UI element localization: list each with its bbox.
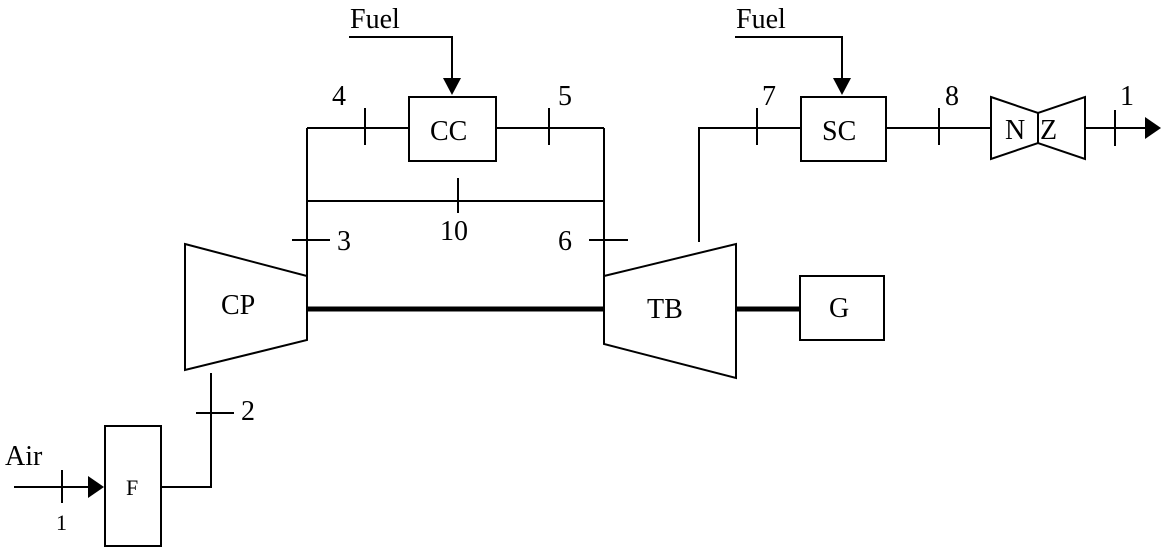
state-6-label: 6 — [558, 226, 572, 257]
fuel-cc-line — [349, 36, 461, 95]
state-1-outlet-label: 1 — [1120, 81, 1134, 112]
nozzle-n-label: N — [1005, 115, 1025, 146]
filter-label: F — [126, 475, 138, 500]
outlet-arrowhead — [1145, 117, 1161, 139]
sc-to-nozzle-line — [886, 108, 991, 145]
state-3-label: 3 — [337, 226, 351, 257]
fuel-sc-arrowhead — [833, 78, 851, 95]
turbine-label: TB — [647, 294, 683, 325]
combustion-chamber-box — [408, 96, 497, 162]
state-4-label: 4 — [332, 81, 346, 112]
air-inlet-line — [14, 470, 104, 503]
state-5-label: 5 — [558, 81, 572, 112]
fuel-sc-line — [735, 36, 851, 95]
fuel-cc-label: Fuel — [350, 4, 400, 35]
compressor-label: CP — [221, 290, 255, 321]
combustion-chamber-label: CC — [430, 116, 467, 147]
fuel-cc-arrowhead — [443, 78, 461, 95]
state-7-label: 7 — [762, 81, 776, 112]
state-1-inlet-label: 1 — [56, 510, 67, 535]
generator-label: G — [829, 293, 849, 324]
bypass-line — [307, 178, 604, 213]
state-8-label: 8 — [945, 81, 959, 112]
air-label: Air — [5, 441, 43, 472]
state-2-label: 2 — [241, 396, 255, 427]
generator-box — [799, 275, 885, 341]
nozzle-outlet-line — [1085, 110, 1161, 146]
nozzle-z-label: Z — [1040, 115, 1057, 146]
air-inlet-arrowhead — [88, 476, 104, 498]
turbine-shape — [603, 242, 737, 380]
fuel-sc-label: Fuel — [736, 4, 786, 35]
cc-outlet-line — [496, 108, 628, 276]
filter-to-compressor-line — [161, 373, 234, 488]
supplementary-combustor-label: SC — [822, 116, 856, 147]
turbine-exhaust-line — [698, 108, 801, 242]
compressor-shape — [184, 242, 308, 372]
state-10-label: 10 — [440, 216, 468, 247]
